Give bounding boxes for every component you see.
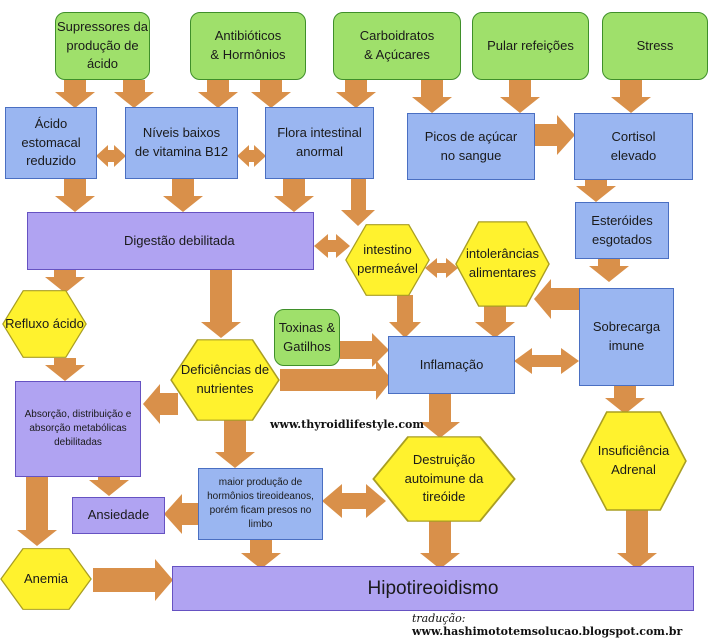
watermark-url: www.thyroidlifestyle.com — [270, 418, 425, 431]
node-destruicao-autoimune: Destruição autoimune da tireóide — [372, 436, 516, 522]
hexagon-shape — [455, 221, 550, 307]
arrow — [412, 80, 452, 113]
arrow — [274, 178, 314, 212]
hexagon-shape — [372, 436, 516, 522]
node-hipotireoidismo: Hipotireoidismo — [172, 566, 694, 611]
arrow — [89, 475, 129, 496]
credit-url: www.hashimototemsolucao.blogspot.com.br — [412, 625, 683, 638]
arrow — [475, 305, 515, 338]
node-picos-acucar: Picos de açúcar no sangue — [407, 113, 535, 180]
node-acido-estomacal: Ácido estomacal reduzido — [5, 107, 97, 179]
arrow — [533, 115, 575, 155]
arrow — [143, 384, 178, 424]
hexagon-shape — [580, 411, 687, 511]
arrow — [534, 279, 585, 319]
hexagon-shape — [345, 224, 430, 296]
arrow — [114, 80, 154, 108]
node-digestao: Digestão debilitada — [27, 212, 314, 270]
node-deficiencias: Deficiências de nutrientes — [170, 339, 280, 421]
arrow — [215, 418, 255, 468]
arrow — [45, 358, 85, 381]
node-anemia: Anemia — [0, 548, 92, 610]
arrow — [336, 80, 376, 108]
arrow — [45, 265, 85, 293]
arrow — [198, 80, 238, 108]
arrow — [611, 80, 651, 113]
arrow — [163, 178, 203, 212]
arrow — [322, 484, 386, 518]
arrow — [280, 360, 392, 400]
hexagon-shape — [0, 548, 92, 610]
arrow — [96, 145, 126, 167]
arrow — [237, 145, 266, 167]
node-refluxo: Refluxo ácido — [2, 290, 87, 358]
arrow — [314, 234, 350, 258]
arrow — [605, 385, 645, 414]
node-insuficiencia-adrenal: Insuficiência Adrenal — [580, 411, 687, 511]
arrow — [389, 295, 421, 338]
node-antibioticos: Antibióticos & Hormônios — [190, 12, 306, 80]
arrow — [340, 333, 389, 367]
node-ansiedade: Ansiedade — [72, 497, 165, 534]
hexagon-shape — [170, 339, 280, 421]
node-intolerancias: intolerâncias alimentares — [455, 221, 550, 307]
node-flora-intestinal: Flora intestinal anormal — [265, 107, 374, 179]
arrow — [55, 178, 95, 212]
arrow — [241, 540, 281, 569]
arrow — [425, 258, 458, 278]
arrow — [93, 559, 173, 601]
arrow — [589, 258, 629, 282]
node-maior-producao: maior produção de hormônios tireoideanos… — [198, 468, 323, 540]
node-absorcao: Absorção, distribuição e absorção metabó… — [15, 381, 141, 477]
node-vitamina-b12: Níveis baixos de vitamina B12 — [125, 107, 238, 179]
node-toxinas: Toxinas & Gatilhos — [274, 309, 340, 366]
node-inflamacao: Inflamação — [388, 336, 515, 394]
arrow — [576, 178, 616, 202]
node-cortisol: Cortisol elevado — [574, 113, 693, 180]
node-esteroides: Esteróides esgotados — [575, 202, 669, 259]
arrow — [617, 510, 657, 569]
node-intestino-permeavel: intestino permeável — [345, 224, 430, 296]
credit-label: tradução: — [412, 612, 466, 625]
node-sobrecarga-imune: Sobrecarga imune — [579, 288, 674, 386]
arrow — [55, 80, 95, 108]
translation-credit: tradução: www.hashimototemsolucao.blogsp… — [412, 612, 714, 638]
node-stress: Stress — [602, 12, 708, 80]
hexagon-shape — [2, 290, 87, 358]
arrow — [420, 520, 460, 569]
node-supressores: Supressores da produção de ácido — [55, 12, 150, 80]
node-carboidratos: Carboidratos & Açúcares — [333, 12, 461, 80]
arrow — [514, 348, 579, 374]
arrow — [201, 270, 241, 338]
arrow — [420, 393, 460, 438]
node-pular-refeicoes: Pular refeições — [472, 12, 589, 80]
arrow — [251, 80, 291, 108]
arrow — [500, 80, 540, 113]
arrow — [17, 477, 57, 546]
arrow — [341, 178, 375, 226]
arrow — [164, 494, 199, 534]
